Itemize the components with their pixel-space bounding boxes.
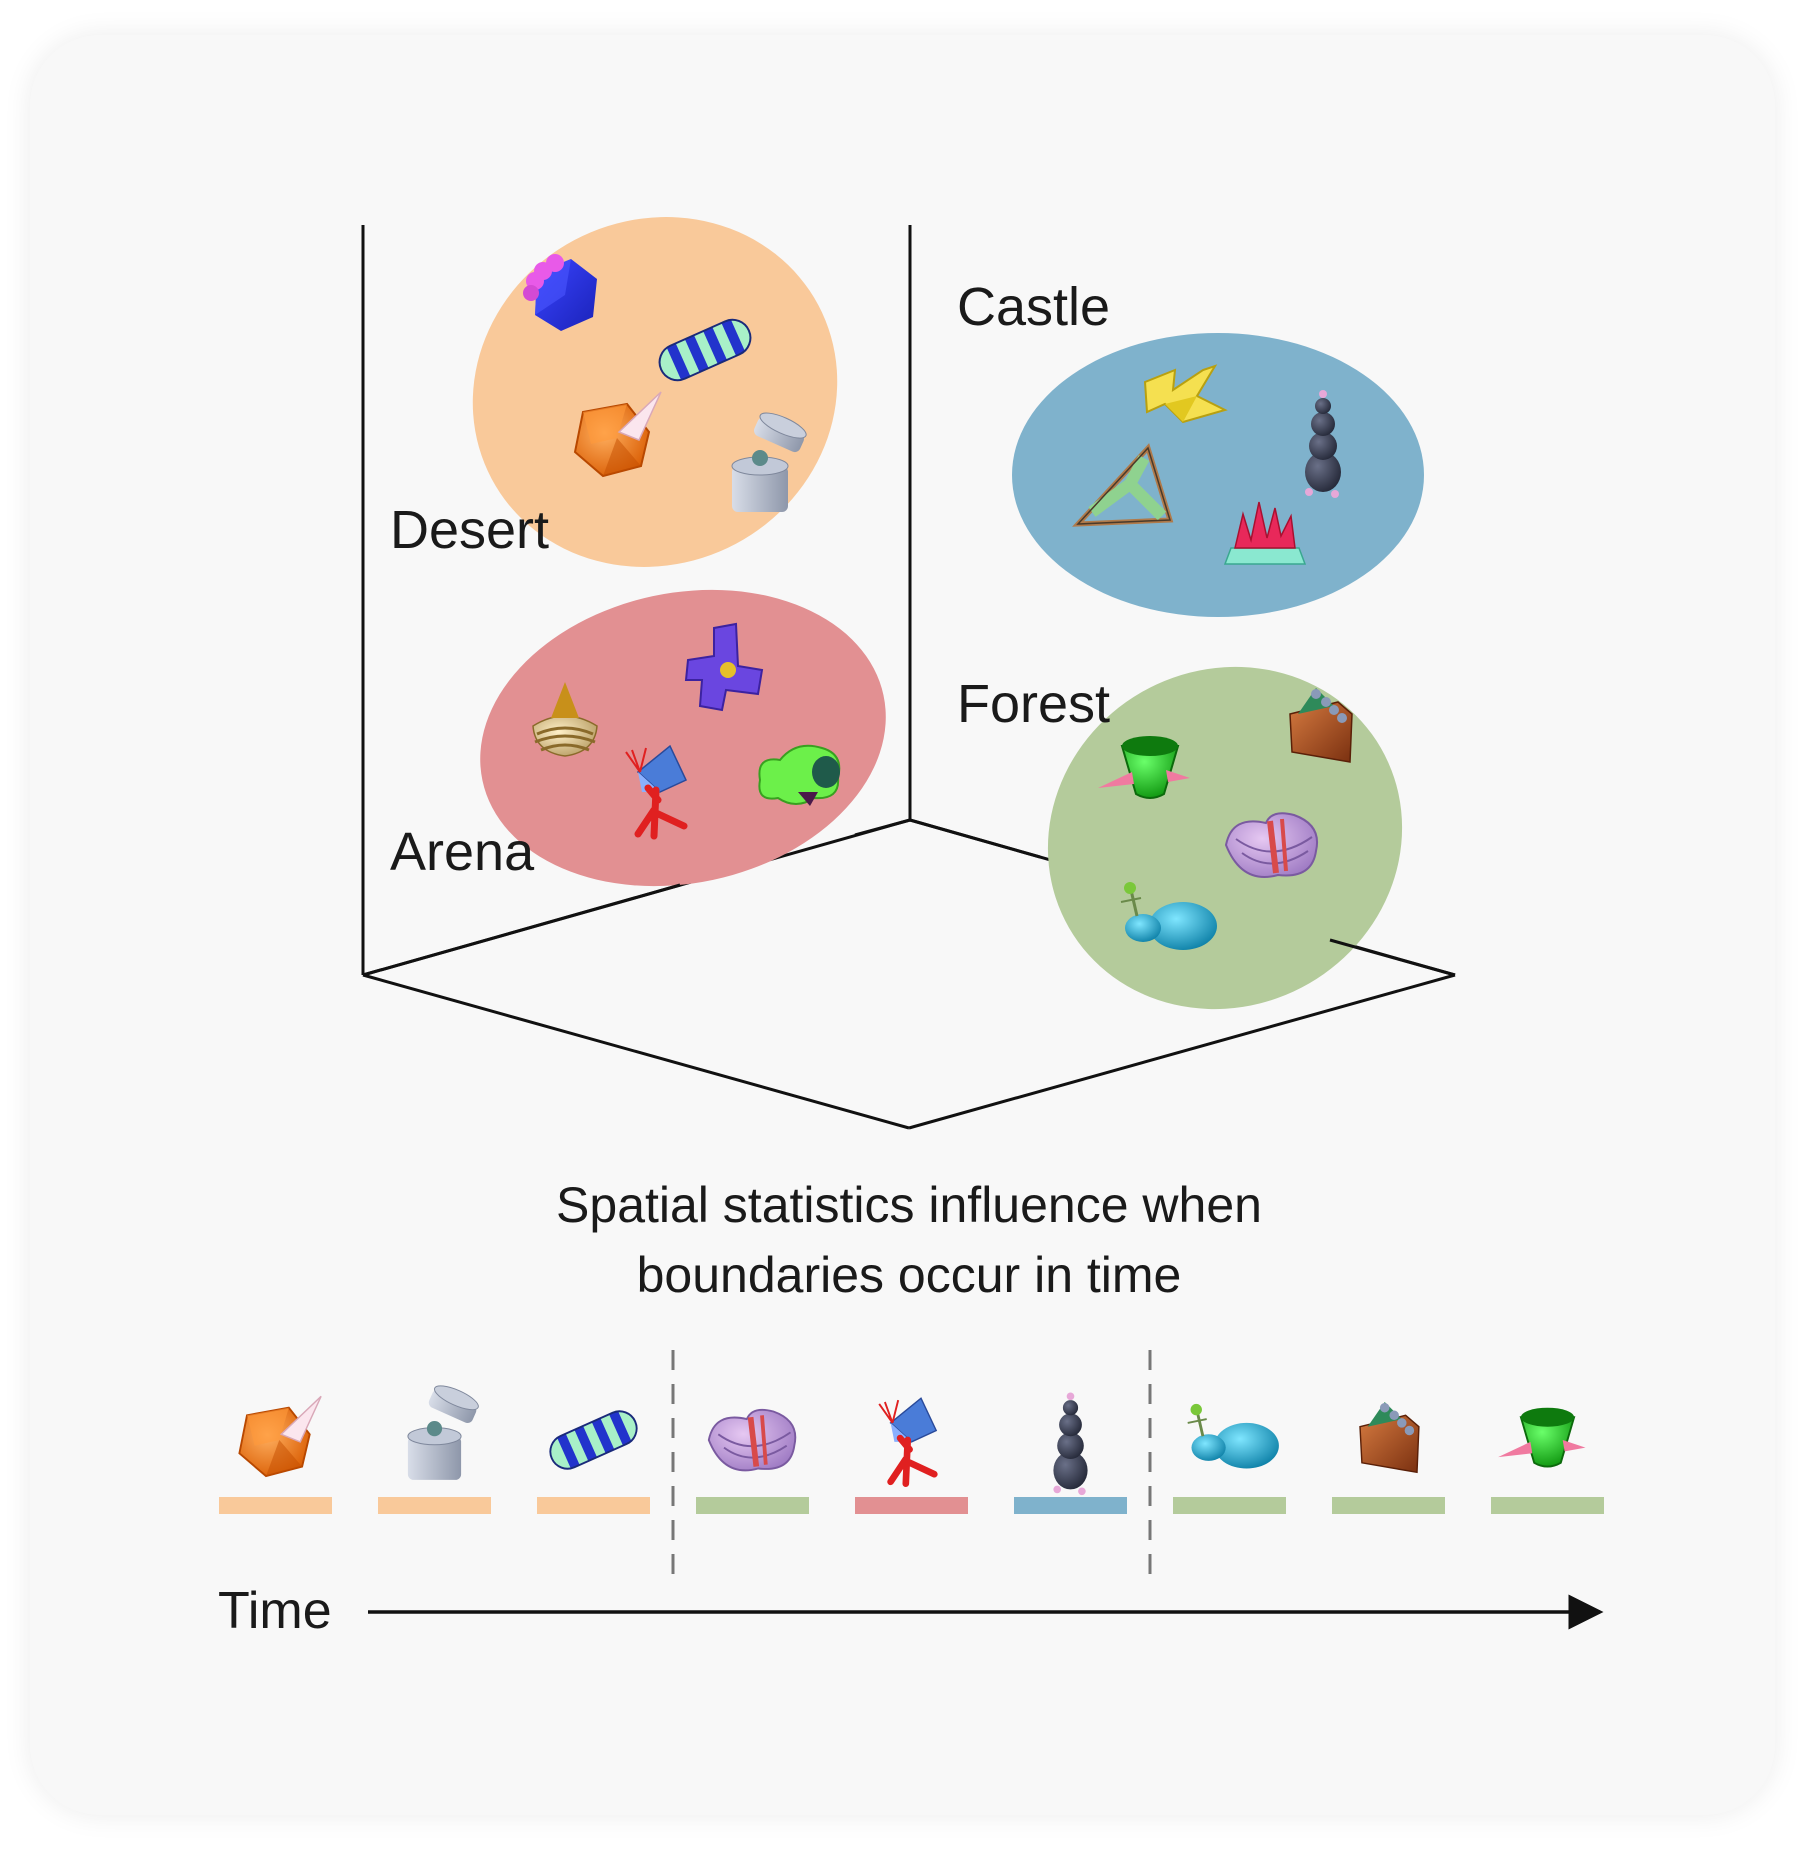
region-desert <box>472 217 838 567</box>
region-forest <box>1047 666 1403 1010</box>
region-color-bar-forest <box>696 1497 809 1514</box>
figure-card <box>30 35 1775 1815</box>
timeline-item <box>1014 1392 1127 1514</box>
region-color-bar-forest <box>1332 1497 1445 1514</box>
dark-stack-object <box>1053 1392 1088 1496</box>
cyan-blob-object <box>1186 1402 1281 1470</box>
region-color-bar-desert <box>378 1497 491 1514</box>
label-desert: Desert <box>390 500 549 560</box>
brown-block-object <box>1359 1401 1420 1474</box>
region-color-bar-forest <box>1491 1497 1604 1514</box>
event-boundaries <box>671 1350 1152 1575</box>
orange-gem-object <box>238 1395 323 1478</box>
label-arena: Arena <box>390 822 535 882</box>
timeline-item <box>1173 1402 1286 1514</box>
red-blue-spike-object <box>879 1398 936 1484</box>
time-axis: Time <box>218 1582 1604 1640</box>
timeline-item <box>378 1380 491 1514</box>
green-cone-object <box>1497 1406 1587 1468</box>
timeline-item <box>855 1398 968 1514</box>
region-color-bar-forest <box>1173 1497 1286 1514</box>
grey-box-object <box>407 1380 482 1481</box>
striped-pod-object <box>543 1404 644 1476</box>
region-arena-ellipse <box>480 589 886 887</box>
region-color-bar-desert <box>537 1497 650 1514</box>
region-color-bar-arena <box>855 1497 968 1514</box>
region-castle-ellipse <box>1012 333 1424 617</box>
label-forest: Forest <box>957 674 1110 734</box>
timeline-item <box>219 1395 332 1514</box>
timeline-item <box>537 1404 650 1514</box>
timeline-item <box>696 1410 809 1514</box>
region-arena <box>480 589 886 887</box>
label-castle: Castle <box>957 277 1110 337</box>
time-label: Time <box>218 1582 332 1640</box>
purple-shell-object <box>709 1410 796 1471</box>
timeline-item <box>1332 1401 1445 1514</box>
timeline-item <box>1491 1406 1604 1514</box>
caption-line-1: Spatial statistics influence when <box>556 1177 1262 1233</box>
region-color-bar-castle <box>1014 1497 1127 1514</box>
region-color-bar-desert <box>219 1497 332 1514</box>
caption-line-2: boundaries occur in time <box>637 1247 1182 1303</box>
region-castle <box>1012 333 1424 617</box>
timeline-sequence <box>219 1380 1604 1514</box>
